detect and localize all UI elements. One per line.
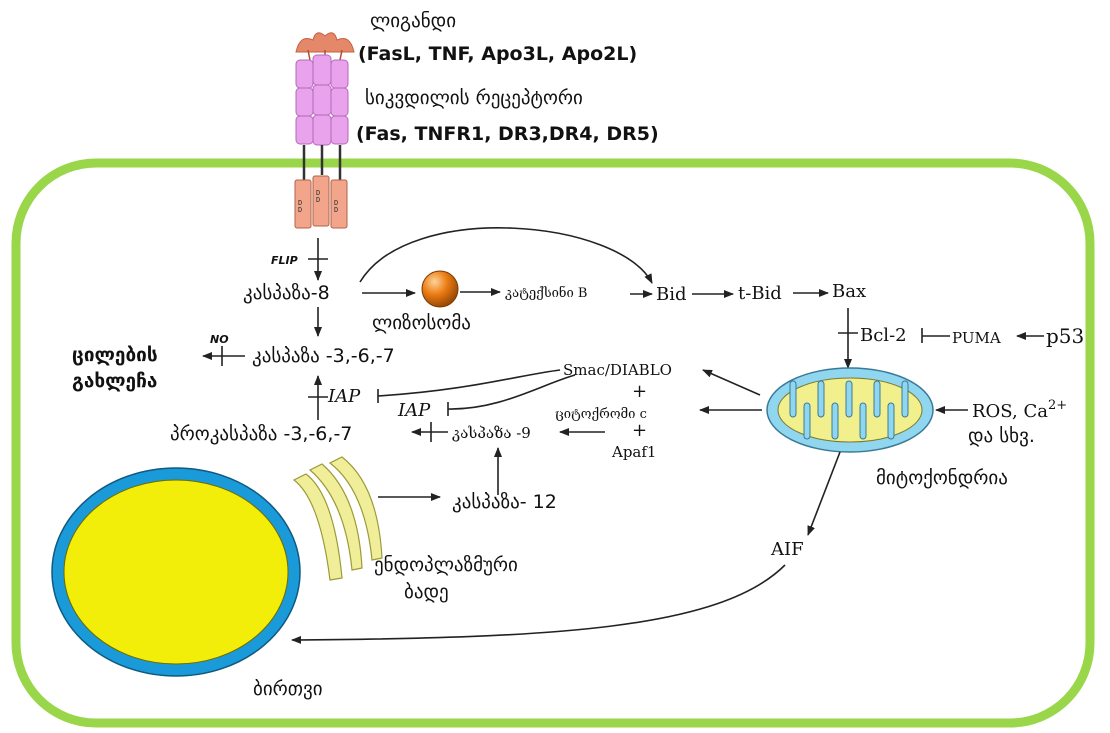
svg-text:D: D xyxy=(298,199,302,207)
cathepsin-label: კატექსინი B xyxy=(505,285,588,301)
er-label-line2: ბადე xyxy=(404,581,449,603)
er-label-line1: ენდოპლაზმური xyxy=(374,554,518,576)
lysosome xyxy=(421,270,459,308)
receptor-label: სიკვდილის რეცეპტორი xyxy=(365,87,583,109)
mitochondrion xyxy=(766,367,934,453)
bcl2-label: Bcl-2 xyxy=(860,325,907,346)
iap-2-label: IAP xyxy=(397,400,431,421)
ros-label: ROS, Ca2+ xyxy=(972,398,1067,422)
svg-text:D: D xyxy=(316,189,320,197)
p53-label: p53 xyxy=(1046,324,1084,348)
svg-text:D: D xyxy=(334,199,338,207)
puma-label: PUMA xyxy=(952,329,1001,347)
bax-label: Bax xyxy=(832,281,866,302)
no-label: NO xyxy=(210,333,229,346)
cytochrome-c-label: ციტოქრომი c xyxy=(555,407,647,422)
endoplasmic-reticulum xyxy=(292,456,383,581)
smac-label: Smac/DIABLO xyxy=(563,361,672,379)
ros-other-label: და სხვ. xyxy=(968,425,1035,447)
iap-1-label: IAP xyxy=(327,386,361,407)
ligand-label: ლიგანდი xyxy=(370,10,456,32)
tbid-label: t-Bid xyxy=(738,283,782,304)
bid-label: Bid xyxy=(656,284,687,305)
mitochondrion-label: მიტოქონდრია xyxy=(876,467,1008,489)
plus-1: + xyxy=(632,381,647,402)
death-receptor: DD DD DD xyxy=(294,32,355,229)
nucleus xyxy=(51,467,301,677)
nucleus-label: ბირთვი xyxy=(253,678,323,700)
caspase-367-label: კასპაზა -3,-6,-7 xyxy=(252,345,395,367)
svg-text:D: D xyxy=(316,196,320,204)
apaf1-label: Apaf1 xyxy=(611,443,656,461)
procaspase-label: პროკასპაზა -3,-6,-7 xyxy=(170,423,352,445)
plus-2: + xyxy=(632,420,647,441)
svg-text:D: D xyxy=(298,206,302,214)
lysosome-label: ლიზოსომა xyxy=(372,312,471,334)
ligand-list: (FasL, TNF, Apo3L, Apo2L) xyxy=(358,43,637,65)
aif-label: AIF xyxy=(770,539,804,560)
svg-text:D: D xyxy=(334,206,338,214)
flip-label: FLIP xyxy=(271,254,298,267)
receptor-list: (Fas, TNFR1, DR3,DR4, DR5) xyxy=(356,123,659,145)
caspase-9-label: კასპაზა -9 xyxy=(452,424,531,442)
caspase-8-label: კასპაზა-8 xyxy=(243,282,330,304)
cell-lysis-line2: გახლეჩა xyxy=(72,370,157,392)
cell-lysis-line1: ცილების xyxy=(72,344,158,366)
caspase-12-label: კასპაზა- 12 xyxy=(452,491,557,513)
